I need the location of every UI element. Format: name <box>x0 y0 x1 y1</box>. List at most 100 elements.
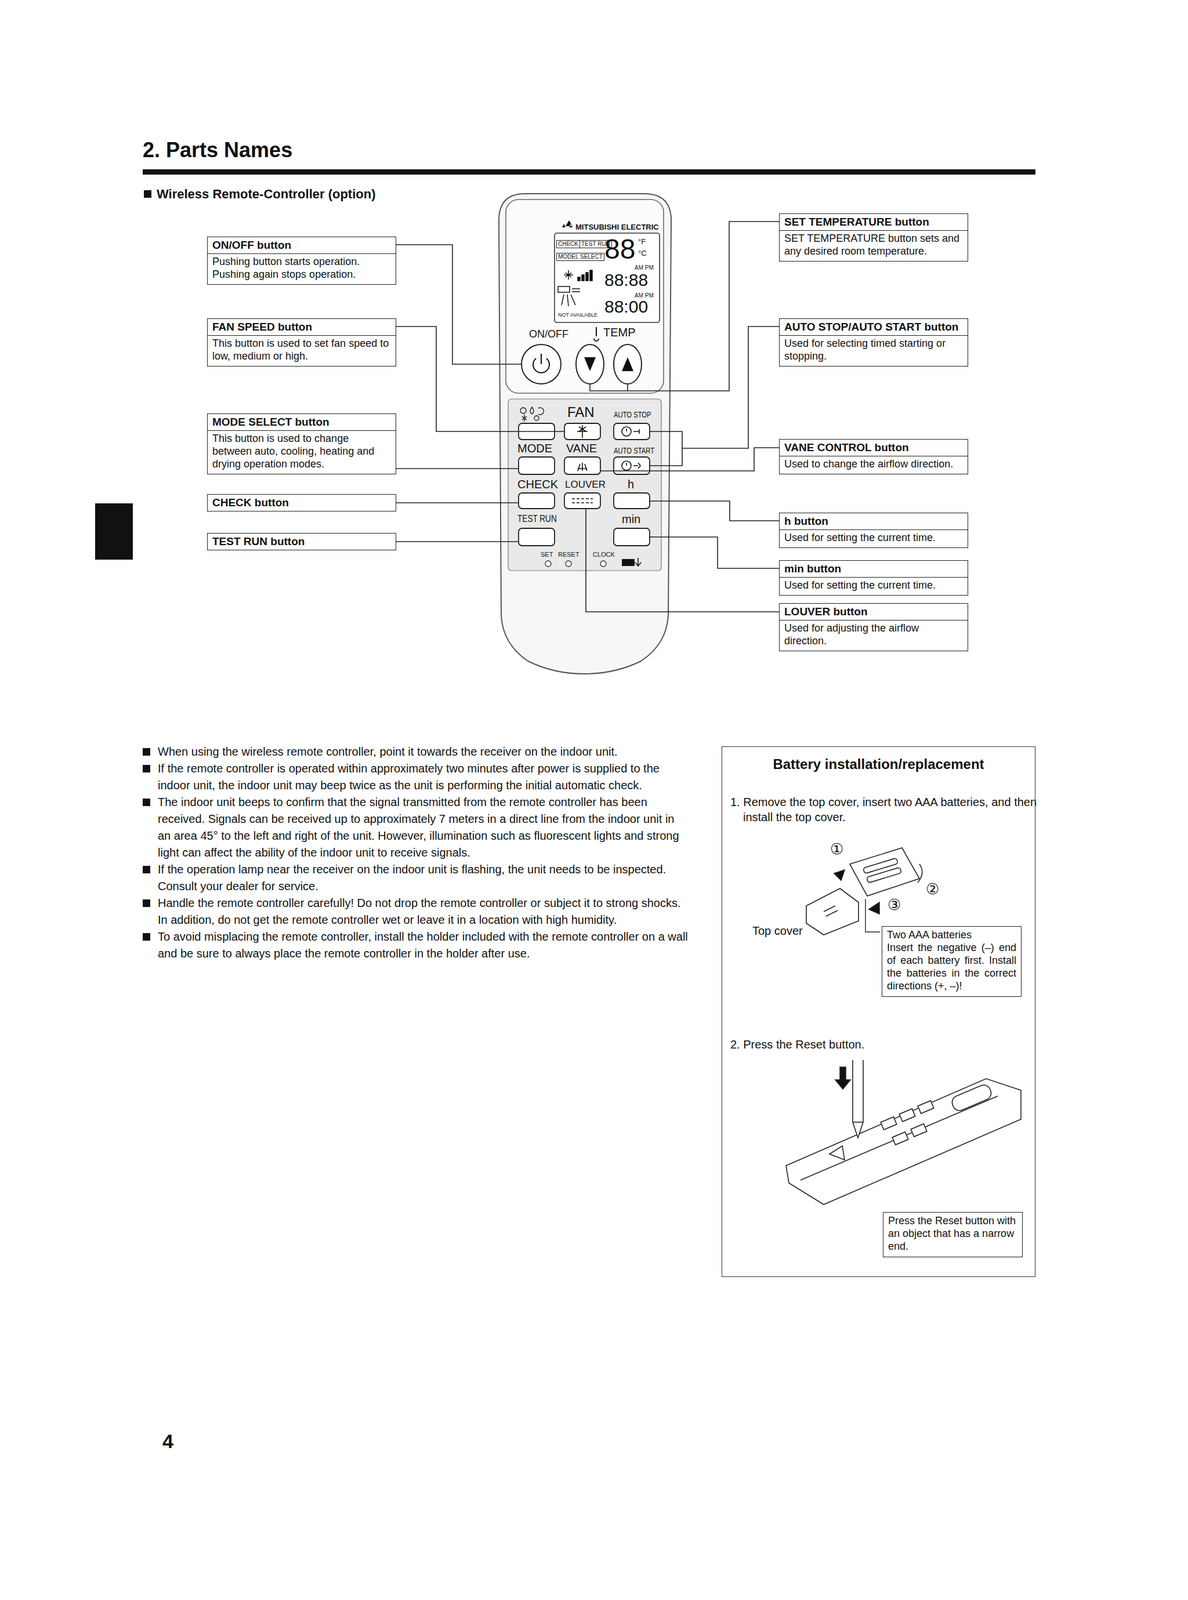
bullet <box>143 190 152 198</box>
part-label: MITSUBISHI ELECTRIC <box>575 223 659 233</box>
part-label: °F <box>638 237 646 247</box>
box-heading: SET TEMPERATURE button <box>779 214 968 231</box>
callout-box: h buttonUsed for setting the current tim… <box>779 512 969 549</box>
callout-box: AUTO STOP/AUTO START buttonUsed for sele… <box>779 318 969 367</box>
leader-line <box>649 501 780 521</box>
box-heading: FAN SPEED button <box>207 319 396 336</box>
box-heading: LOUVER button <box>779 603 968 621</box>
callout-box: TEST RUN button <box>207 533 397 551</box>
thermometer <box>594 327 599 342</box>
callout-number: 4 <box>162 1430 174 1454</box>
note-text: When using the wireless remote controlle… <box>142 743 690 761</box>
callout-box: VANE CONTROL buttonUsed to change the ai… <box>779 439 969 475</box>
callout-number: Top cover <box>752 924 803 938</box>
small-holes <box>545 560 607 567</box>
box-heading: AUTO STOP/AUTO START button <box>779 319 968 336</box>
box-heading: min button <box>779 560 968 578</box>
page-title: 2. Parts Names <box>142 138 293 163</box>
part-label: CLOCK <box>592 551 615 559</box>
box-body: Used for adjusting the airflow direction… <box>779 620 968 651</box>
box-heading: MODE SELECT button <box>207 414 396 431</box>
leader-line <box>396 541 519 543</box>
box-body: Used to change the airflow direction. <box>779 455 968 474</box>
box-heading: TEST RUN button <box>207 533 396 550</box>
callout-box: LOUVER buttonUsed for adjusting the airf… <box>779 603 969 652</box>
part-label: MODEL SELECT <box>556 252 605 262</box>
leader-line <box>396 468 519 470</box>
part-label: 88:88 <box>604 270 648 291</box>
box-body: Used for selecting timed starting or sto… <box>779 335 968 367</box>
part-label: AUTO START <box>613 445 655 456</box>
box-body: This button is used to change between au… <box>207 430 396 474</box>
part-label: RESET <box>558 551 580 559</box>
leader-lines <box>396 221 780 612</box>
logo <box>562 220 573 228</box>
box-body: Insert the negative (–) end of each batt… <box>886 942 1017 994</box>
battery-arrow <box>635 558 641 567</box>
leader-line <box>589 221 780 391</box>
part-label: CHECK <box>517 477 559 492</box>
note-text: Handle the remote controller carefully! … <box>142 895 690 929</box>
part-label: 88:00 <box>604 297 648 318</box>
box-heading: Press the Reset button with an object th… <box>888 1215 1018 1254</box>
part-label: min <box>621 512 641 527</box>
box-heading: VANE CONTROL button <box>779 439 968 456</box>
info-panel: Battery installation/replacement 1. Remov… <box>721 746 1036 1278</box>
box-body: Pushing button starts operation. Pushing… <box>207 253 396 285</box>
mode-icons <box>520 407 544 422</box>
callout-number: ③ <box>887 896 901 915</box>
part-label: TEST RUN <box>517 513 557 525</box>
battery-icon <box>621 559 635 567</box>
leader-line <box>682 326 780 449</box>
box-body: This button is used to set fan speed to … <box>207 335 396 367</box>
part-label: MODE <box>517 442 553 456</box>
leader-line <box>396 502 519 504</box>
remote-lid <box>505 199 664 394</box>
remote-body <box>498 193 672 675</box>
leader-line <box>627 384 629 391</box>
callout-box: MODE SELECT buttonThis button is used to… <box>207 413 397 475</box>
part-label: LOUVER <box>564 479 606 491</box>
leader-line <box>585 508 780 612</box>
box-heading: Battery installation/replacement <box>722 755 1035 774</box>
display-symbols <box>558 270 593 307</box>
box-body: 1. Remove the top cover, insert two AAA … <box>730 794 1039 825</box>
box-heading: ON/OFF button <box>207 237 396 254</box>
box-heading: Two AAA batteries <box>886 929 1017 943</box>
part-label: ON/OFF <box>529 328 569 341</box>
leader-line <box>396 326 565 432</box>
part-label: TEMP <box>603 326 636 340</box>
callout-number: ② <box>925 881 940 899</box>
note-text: If the operation lamp near the receiver … <box>142 861 690 896</box>
part-label: 88 <box>604 233 636 266</box>
note-text: If the remote controller is operated wit… <box>142 760 690 795</box>
power-symbol <box>533 353 550 373</box>
down-arrow <box>584 357 596 372</box>
part-label: FAN <box>567 404 595 421</box>
note-text: The indoor unit beeps to confirm that th… <box>142 794 690 862</box>
note-box: Two AAA batteriesInsert the negative (–)… <box>881 926 1022 998</box>
part-label: CHECK <box>556 240 581 249</box>
part-label: h <box>627 477 635 492</box>
callout-box: CHECK button <box>207 494 397 512</box>
leader-line <box>396 244 522 365</box>
part-label: VANE <box>566 442 597 456</box>
box-body: 2. Press the Reset button. <box>730 1037 1027 1053</box>
box-heading: CHECK button <box>207 494 396 512</box>
reset-illustration <box>786 1060 1021 1205</box>
display <box>554 233 660 323</box>
callout-box: min buttonUsed for setting the current t… <box>779 560 969 596</box>
box-body: Used for setting the current time. <box>779 529 968 548</box>
part-label: NOT AVAILABLE <box>558 312 598 318</box>
part-label: °C <box>638 249 647 259</box>
note-text: To avoid misplacing the remote controlle… <box>142 928 690 963</box>
callout-box: SET TEMPERATURE buttonSET TEMPERATURE bu… <box>779 213 969 262</box>
part-label: Wireless Remote-Controller (option) <box>156 186 376 202</box>
part-label: AUTO STOP <box>613 409 652 420</box>
part-label: AM PM <box>634 264 654 272</box>
title-rule <box>142 169 1036 175</box>
temp-up-button <box>613 344 642 385</box>
callout-box: ON/OFF buttonPushing button starts opera… <box>207 236 397 285</box>
button-icons <box>571 425 641 503</box>
